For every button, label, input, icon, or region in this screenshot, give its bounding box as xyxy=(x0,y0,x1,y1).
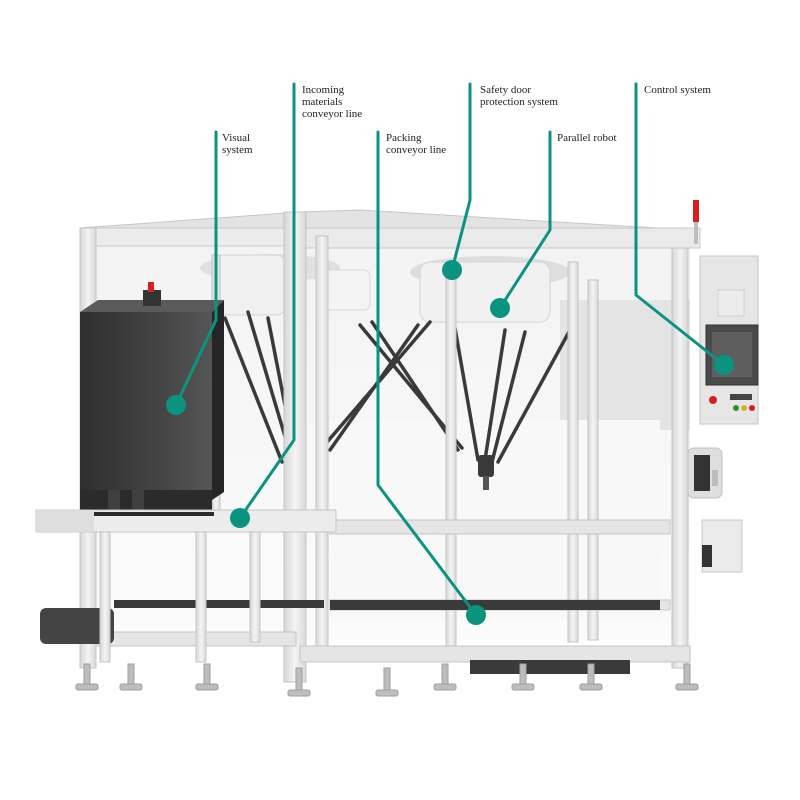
leader-parallel-robot xyxy=(498,130,552,310)
label-line: Packing xyxy=(386,132,422,144)
vision-cabinet xyxy=(80,282,224,512)
label-safety-door: Safety door protection system xyxy=(480,84,558,108)
leader-safety-door xyxy=(450,82,472,272)
label-line: Incoming xyxy=(302,84,345,96)
leader-packing-conveyor xyxy=(376,130,478,617)
label-incoming-conveyor: Incoming materials conveyor line xyxy=(302,84,362,120)
signal-beacon-icon xyxy=(693,200,699,244)
label-control-system: Control system xyxy=(644,84,711,96)
label-line: system xyxy=(222,144,253,156)
label-line: Parallel robot xyxy=(557,132,617,144)
leader-control-system xyxy=(634,82,726,367)
label-line: conveyor line xyxy=(386,144,447,156)
label-line: protection system xyxy=(480,96,558,108)
leader-visual-system xyxy=(174,130,218,407)
label-visual-system: Visual system xyxy=(222,132,253,156)
dot-parallel-robot xyxy=(490,298,510,318)
frame-posts xyxy=(79,211,689,683)
leveling-feet xyxy=(75,663,699,697)
label-line: Visual xyxy=(222,132,251,144)
leader-incoming-conveyor xyxy=(238,82,296,520)
dot-visual-system xyxy=(166,395,186,415)
callout-dots xyxy=(166,260,734,625)
top-frame xyxy=(79,209,701,249)
label-line: Control system xyxy=(644,84,711,96)
control-cabinet xyxy=(699,255,759,573)
dot-incoming-conveyor xyxy=(230,508,250,528)
label-line: materials xyxy=(302,96,343,108)
teach-pendant xyxy=(687,447,723,499)
dot-safety-door xyxy=(442,260,462,280)
label-line: Safety door xyxy=(480,84,532,96)
incoming-conveyor xyxy=(35,509,337,663)
robot-end-effector xyxy=(478,455,494,490)
label-parallel-robot: Parallel robot xyxy=(557,132,617,144)
dot-control-system xyxy=(714,355,734,375)
label-line: conveyor line xyxy=(302,108,363,120)
dot-packing-conveyor xyxy=(466,605,486,625)
label-packing-conveyor: Packing conveyor line xyxy=(386,132,446,156)
callout-leaders xyxy=(174,82,726,617)
